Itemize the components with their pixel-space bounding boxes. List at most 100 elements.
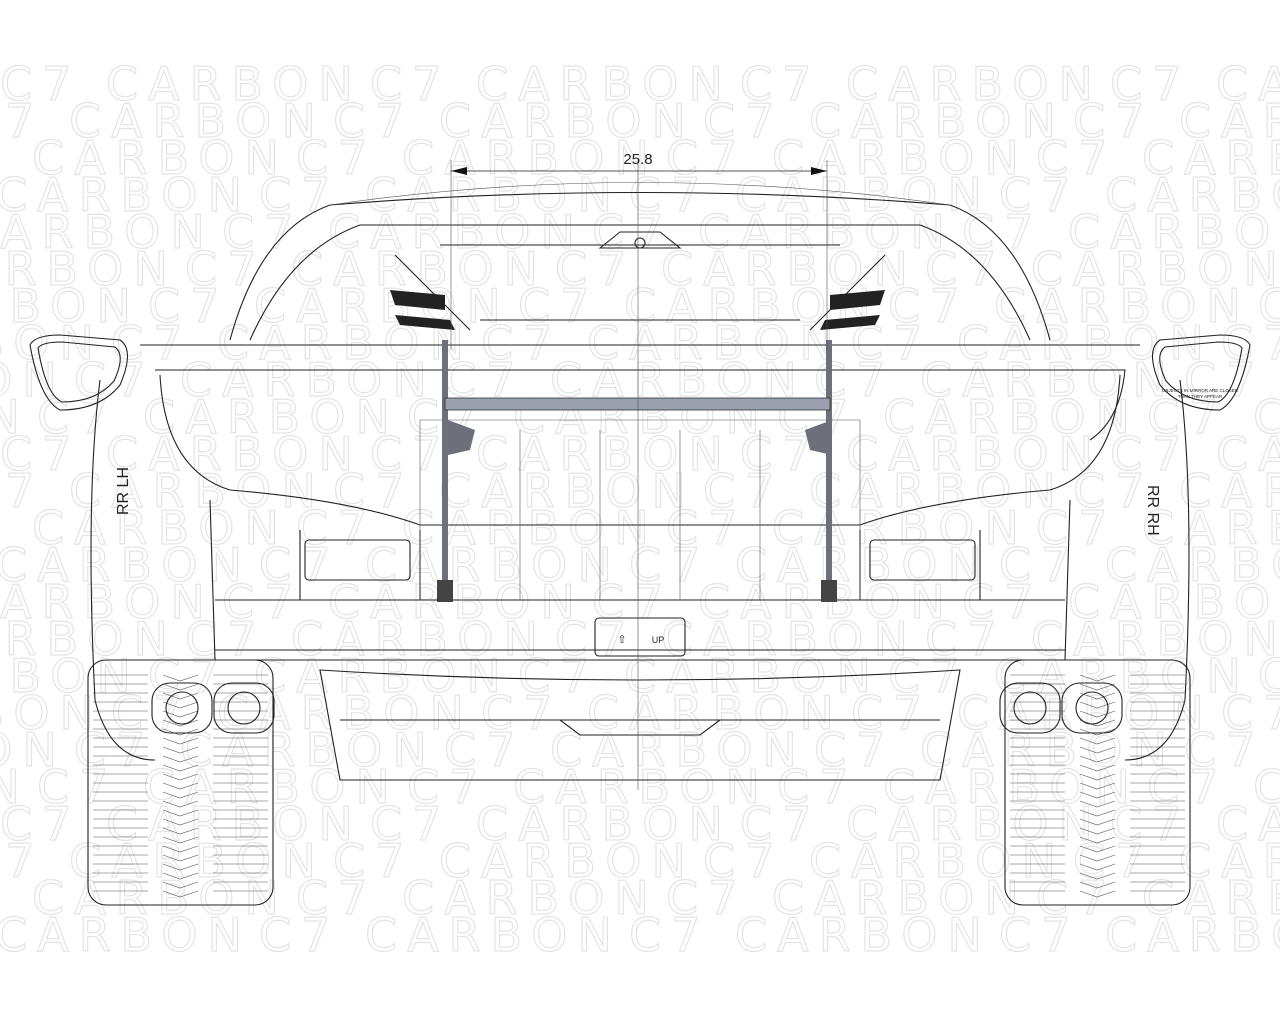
watermark-text: C7 CARBON — [0, 427, 363, 481]
watermark-text: C7 CARBON — [0, 834, 326, 888]
mirror-warning-line2: THAN THEY APPEAR — [1178, 394, 1223, 399]
watermark-text: C7 CARBON — [999, 168, 1280, 222]
watermark-text: C7 CARBON — [74, 723, 437, 777]
watermark-text: C7 CARBON — [1184, 723, 1280, 777]
up-label-plate — [594, 617, 686, 657]
watermark-text: C7 CARBON — [222, 205, 585, 259]
watermark-text: C7 CARBON — [740, 797, 1103, 851]
watermark-text: C7 CARBON — [1258, 649, 1280, 703]
watermark-text: C7 CARBON — [1036, 501, 1280, 555]
watermark-text: C7 CARBON — [296, 501, 659, 555]
watermark-text: C7 CARBON — [703, 464, 1066, 518]
watermark-text: C7 CARBON — [888, 649, 1251, 703]
watermark-text: C7 CARBON — [370, 57, 733, 111]
watermark-text: C7 CARBON — [851, 686, 1214, 740]
watermark-text: C7 CARBON — [0, 649, 141, 703]
watermark-text: C7 CARBON — [962, 205, 1280, 259]
watermark-text: C7 CARBON — [185, 612, 548, 666]
watermark-text: C7 CARBON — [999, 538, 1280, 592]
watermark-text: C7 CARBON — [925, 242, 1280, 296]
watermark-text: C7 CARBON — [0, 57, 363, 111]
up-arrow-icon: ⇧ — [617, 634, 626, 646]
watermark-text: C7 CARBON — [814, 353, 1177, 407]
watermark-text: C7 CARBON — [629, 168, 992, 222]
watermark-text: C7 CARBON — [0, 205, 215, 259]
watermark-text: C7 CARBON — [518, 649, 881, 703]
watermark-text: C7 CARBON — [1147, 760, 1280, 814]
watermark-text: C7 CARBON — [1147, 390, 1280, 444]
up-label: UP — [652, 635, 665, 645]
watermark-text: C7 CARBON — [1073, 464, 1280, 518]
watermark-text: C7 CARBON — [481, 316, 844, 370]
left-tire — [87, 659, 274, 906]
watermark-text: C7 CARBON — [0, 723, 67, 777]
watermark-text: C7 CARBON — [518, 279, 881, 333]
right-tire — [1004, 659, 1191, 906]
watermark-text: C7 CARBON — [333, 464, 696, 518]
watermark-text: C7 CARBON — [0, 390, 30, 444]
watermark-text: C7 CARBON — [296, 131, 659, 185]
right-mirror: OBJECTS IN MIRROR ARE CLOSER THAN THEY A… — [1151, 334, 1251, 411]
watermark-text: C7 CARBON — [999, 908, 1280, 962]
watermark-text: C7 CARBON — [1036, 871, 1280, 925]
dimension-label: 25.8 — [623, 151, 652, 168]
watermark-text: C7 CARBON — [777, 390, 1140, 444]
watermark-text: C7 CARBON — [740, 427, 1103, 481]
watermark-text: C7 CARBON — [0, 131, 289, 185]
watermark-text: C7 CARBON — [407, 760, 770, 814]
watermark-text: C7 CARBON — [629, 908, 992, 962]
watermark-text: C7 CARBON — [925, 612, 1280, 666]
watermark-text: C7 CARBON — [555, 612, 918, 666]
watermark-text: C7 CARBON — [0, 575, 215, 629]
watermark-text: C7 CARBON — [259, 168, 622, 222]
watermark-text: C7 CARBON — [1073, 834, 1280, 888]
watermark-text: C7 CARBON — [0, 760, 30, 814]
watermark-text: C7 CARBON — [259, 908, 622, 962]
watermark-text: C7 CARBON — [851, 316, 1214, 370]
watermark-text: C7 CARBON — [333, 834, 696, 888]
watermark-text: C7 CARBON — [259, 538, 622, 592]
watermark-text: C7 CARBON — [37, 390, 400, 444]
watermark-text: C7 CARBON — [0, 612, 178, 666]
watermark-text: C7 CARBON — [666, 131, 1029, 185]
watermark-text: C7 CARBON — [1110, 57, 1280, 111]
watermark-text: C7 CARBON — [0, 242, 178, 296]
rr-lh-label: RR LH — [115, 467, 132, 515]
watermark-text: C7 CARBON — [0, 501, 289, 555]
watermark-text: C7 CARBON — [0, 538, 252, 592]
watermark-text: C7 CARBON — [0, 279, 141, 333]
watermark-text: C7 CARBON — [0, 94, 326, 148]
watermark-text: C7 CARBON — [888, 279, 1251, 333]
watermark-text: C7 CARBON — [592, 575, 955, 629]
watermark-text: C7 CARBON — [0, 168, 252, 222]
watermark-text: C7 CARBON — [296, 871, 659, 925]
watermark-text: C7 CARBON — [1110, 427, 1280, 481]
watermark-text: C7 CARBON — [222, 575, 585, 629]
watermark-text: C7 CARBON — [0, 464, 326, 518]
watermark-text: C7 CARBON — [703, 834, 1066, 888]
left-mirror — [29, 334, 129, 411]
watermark-text: C7 CARBON — [37, 760, 400, 814]
mirror-warning-line1: OBJECTS IN MIRROR ARE CLOSER — [1162, 388, 1239, 393]
watermark-text: C7 CARBON — [666, 501, 1029, 555]
watermark-text: C7 CARBON — [481, 686, 844, 740]
watermark-text: C7 CARBON — [185, 242, 548, 296]
watermark-text: C7 CARBON — [703, 94, 1066, 148]
watermark-text: C7 CARBON — [0, 908, 252, 962]
watermark-text: C7 CARBON — [0, 686, 104, 740]
watermark-text: C7 CARBON — [1110, 797, 1280, 851]
watermark-text: C7 CARBON — [814, 723, 1177, 777]
watermark-text: C7 CARBON — [0, 871, 289, 925]
watermark-text: C7 CARBON — [1036, 131, 1280, 185]
watermark-text: C7 CARBON — [740, 57, 1103, 111]
watermark-text: C7 CARBON — [666, 871, 1029, 925]
watermark-text: C7 CARBON — [333, 94, 696, 148]
watermark-text: C7 CARBON — [555, 242, 918, 296]
watermark-text: C7 CARBON — [1073, 94, 1280, 148]
dimension-line: 25.8 — [450, 151, 828, 350]
watermark-text: C7 CARBON — [74, 353, 437, 407]
watermark-text: C7 CARBON — [444, 723, 807, 777]
